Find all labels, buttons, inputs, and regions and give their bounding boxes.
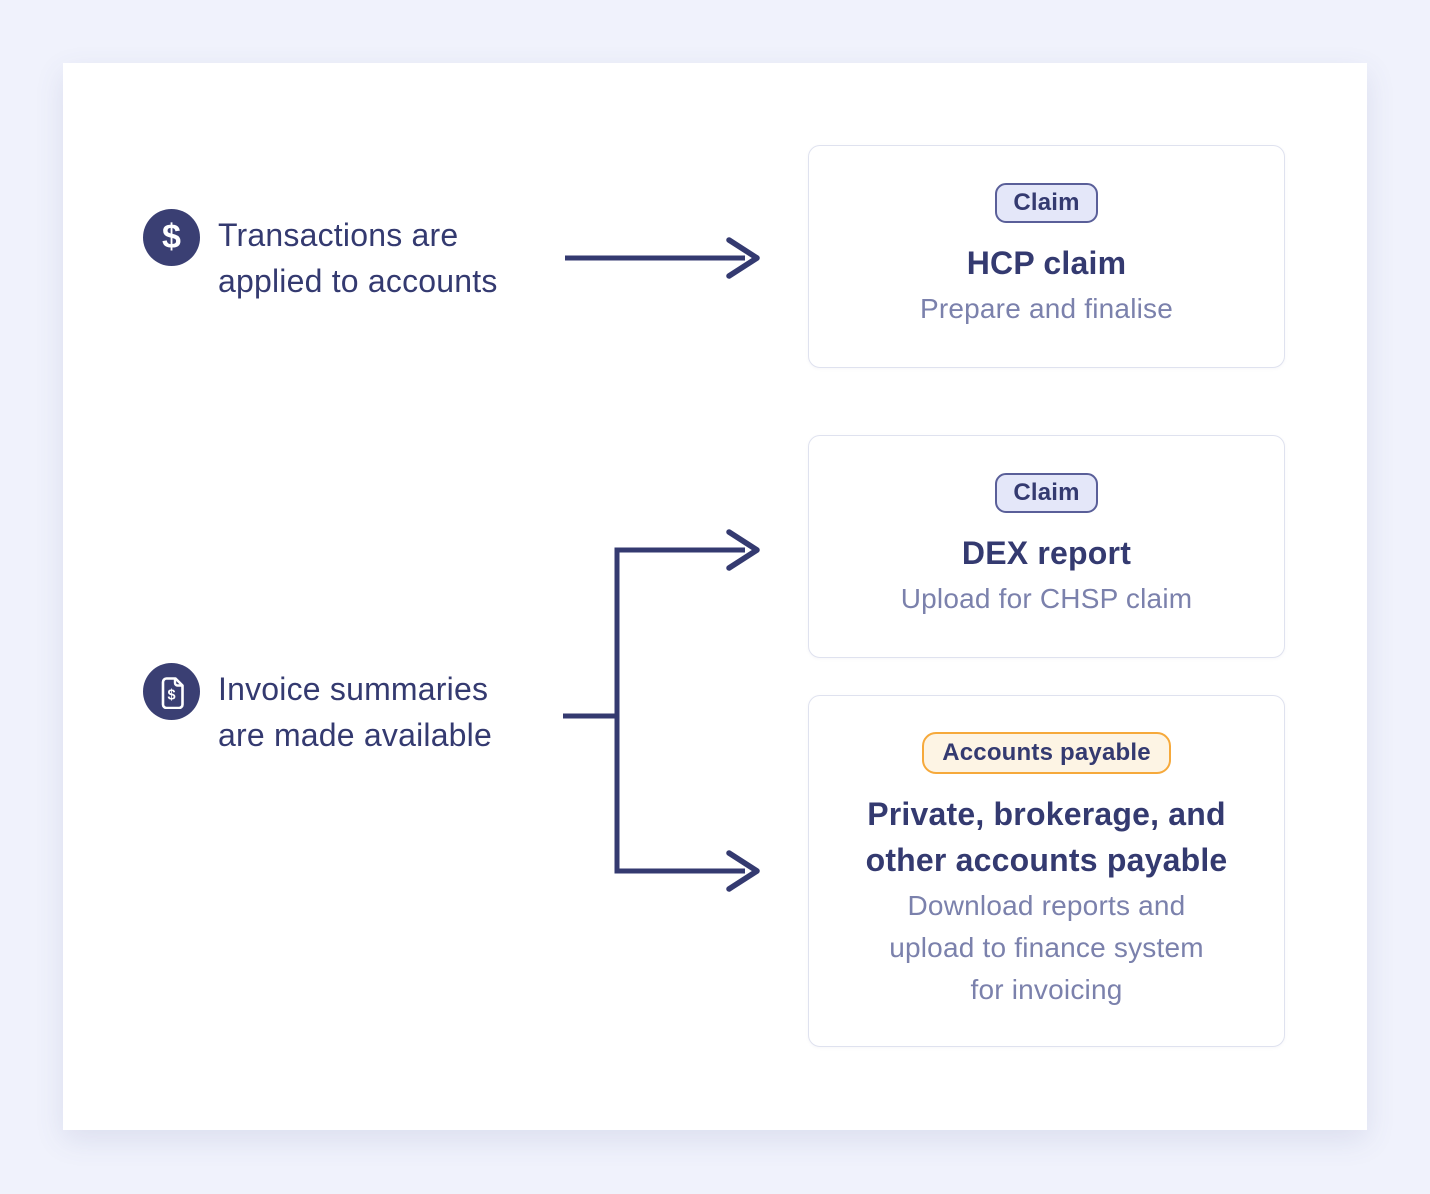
card-subtitle: Upload for CHSP claim xyxy=(900,583,1193,614)
card-dex-report: Claim DEX report Upload for CHSP claim xyxy=(808,435,1285,658)
badge-accounts-payable: Accounts payable xyxy=(922,731,1171,774)
badge-claim: Claim xyxy=(995,183,1098,223)
dollar-glyph: $ xyxy=(162,217,181,256)
source-label-line: Transactions are xyxy=(218,217,459,253)
card-title: Private, brokerage, and other accounts p… xyxy=(865,795,1228,878)
card-subtitle: Download reports and upload to finance s… xyxy=(889,889,1204,1005)
invoice-document-dollar-icon: $ xyxy=(143,663,200,720)
source-label-transactions: Transactions are applied to accounts xyxy=(218,212,498,304)
card-subtitle: Prepare and finalise xyxy=(919,293,1174,324)
dollar-glyph: $ xyxy=(167,687,175,703)
card-title: HCP claim xyxy=(966,245,1127,281)
card-accounts-payable: Accounts payable Private, brokerage, and… xyxy=(808,695,1285,1047)
invoice-document-outline: $ xyxy=(161,676,184,709)
source-label-invoice-summaries: Invoice summaries are made available xyxy=(218,666,492,758)
card-title: DEX report xyxy=(961,535,1132,571)
source-label-line: are made available xyxy=(218,717,492,753)
card-hcp-claim: Claim HCP claim Prepare and finalise xyxy=(808,145,1285,368)
source-label-line: Invoice summaries xyxy=(218,671,489,707)
badge-claim: Claim xyxy=(995,473,1098,513)
dollar-circle-icon: $ xyxy=(143,209,200,266)
source-label-line: applied to accounts xyxy=(218,263,498,299)
